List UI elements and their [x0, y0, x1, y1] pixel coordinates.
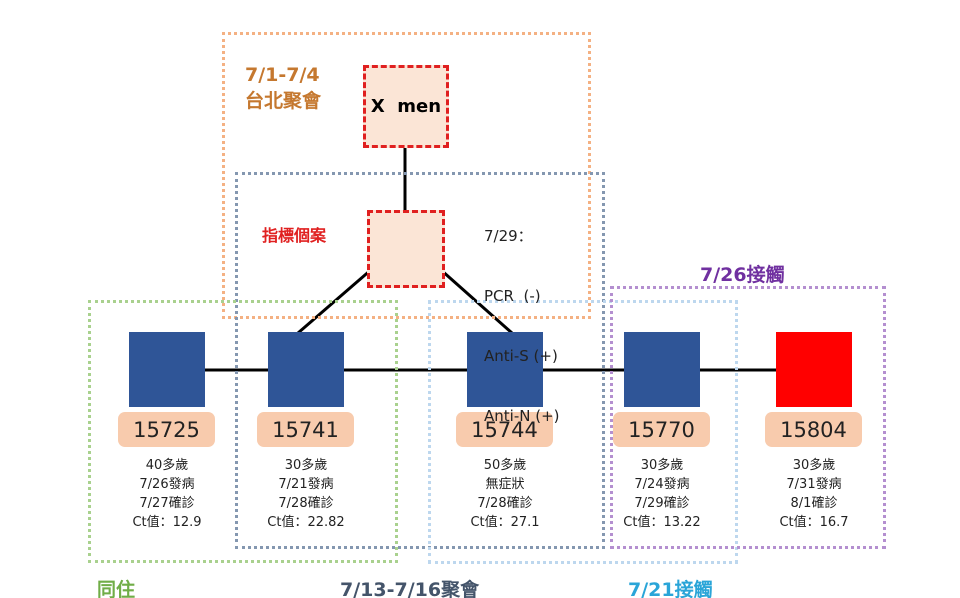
household-region [88, 300, 398, 563]
case-ct: Ct值：16.7 [779, 515, 849, 530]
case-info: 30多歲 7/21發病 7/28確診 Ct值：22.82 [236, 456, 376, 532]
case-onset: 7/21發病 [278, 477, 334, 492]
taipei-name: 台北聚會 [245, 90, 322, 112]
case-symptom: 無症狀 [485, 477, 525, 492]
gathering-label: 7/13-7/16聚會 [340, 579, 480, 598]
case-ct: Ct值：22.82 [267, 515, 345, 530]
case-node-15744 [467, 332, 543, 407]
index-case-node [367, 210, 445, 288]
case-info: 50多歲無症狀 7/28確診 Ct值：27.1 [435, 456, 575, 532]
case-confirmed: 7/27確診 [139, 496, 195, 511]
case-age: 40多歲 [145, 458, 189, 473]
case-onset: 7/24發病 [634, 477, 690, 492]
case-info: 30多歲 7/31發病 8/1確診 Ct值：16.7 [744, 456, 884, 532]
test-pcr: PCR (-) [484, 287, 541, 305]
case-age: 30多歲 [640, 458, 684, 473]
case-id: 15804 [765, 412, 862, 447]
test-date: 7/29： [484, 227, 533, 245]
case-node-15770 [624, 332, 700, 407]
case-confirmed: 7/28確診 [477, 496, 533, 511]
xmen-node: X men [363, 65, 449, 148]
contact-726-region [610, 286, 886, 549]
test-anti-s: Anti-S (+) [484, 347, 558, 365]
case-node-15741 [268, 332, 344, 407]
taipei-date: 7/1-7/4 [245, 64, 320, 86]
contact-721-label: 7/21接觸 [628, 579, 713, 598]
case-ct: Ct值：27.1 [470, 515, 540, 530]
case-confirmed: 8/1確診 [790, 496, 838, 511]
case-age: 30多歲 [284, 458, 328, 473]
case-node-15725 [129, 332, 205, 407]
case-onset: 7/31發病 [786, 477, 842, 492]
xmen-label: X men [370, 96, 442, 117]
case-confirmed: 7/28確診 [278, 496, 334, 511]
case-info: 40多歲 7/26發病 7/27確診 Ct值：12.9 [97, 456, 237, 532]
contact-721-region [428, 300, 738, 564]
index-case-label: 指標個案 [262, 226, 327, 245]
case-onset: 7/26發病 [139, 477, 195, 492]
case-id: 15741 [257, 412, 354, 447]
index-case-tests: 7/29： PCR (-) Anti-S (+) Anti-N (+) [484, 186, 596, 466]
contact-726-label: 7/26接觸 [700, 264, 785, 286]
case-id: 15770 [613, 412, 710, 447]
case-info: 30多歲 7/24發病 7/29確診 Ct值：13.22 [592, 456, 732, 532]
case-ct: Ct值：12.9 [132, 515, 202, 530]
case-age: 30多歲 [792, 458, 836, 473]
case-node-15804 [776, 332, 852, 407]
taipei-gathering-label: 7/1-7/4 台北聚會 [245, 62, 321, 114]
case-id: 15725 [118, 412, 215, 447]
case-age: 50多歲 [483, 458, 527, 473]
case-confirmed: 7/29確診 [634, 496, 690, 511]
household-label: 同住 [97, 579, 136, 598]
test-anti-n: Anti-N (+) [484, 407, 560, 425]
case-ct: Ct值：13.22 [623, 515, 701, 530]
case-id: 15744 [456, 412, 553, 447]
taipei-gathering-region [222, 32, 591, 319]
gathering-region [235, 172, 605, 549]
